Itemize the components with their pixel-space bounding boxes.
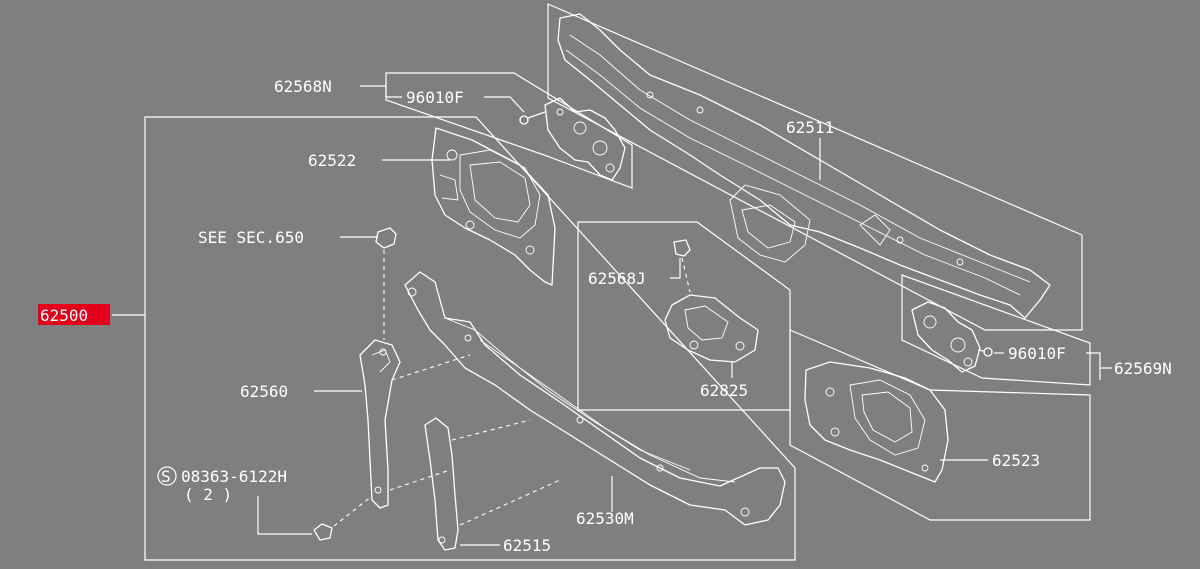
assembly-group-frame [144,116,796,561]
brace-label: 62560 [240,382,288,401]
screw-label: 08363-6122H [181,467,287,486]
clip-center-label: 62568J [588,269,646,288]
clip-right-leader [1086,352,1112,369]
clip-left-label: 62568N [274,77,332,96]
clip-right-group-frame [901,274,1091,386]
bolt-left-leader [385,86,402,98]
clip-left-part [544,97,626,181]
side-panel-right-label: 62523 [992,451,1040,470]
clip-left-group-frame [385,72,633,189]
lower-member-label: 62530M [576,509,634,528]
see-section-label: SEE SEC.650 [198,228,304,247]
upper-member-label: 62511 [786,118,834,137]
assembly-label[interactable]: 62500 [40,306,88,325]
assembly-label-highlight [38,304,110,325]
bracket-group-frame [577,221,791,411]
bolt-right-label: 96010F [1008,344,1066,363]
clip-center-leader [670,258,681,279]
screw-part [313,495,373,541]
bolt-right-part [977,347,993,357]
stay-part [389,354,561,551]
lower-member-part [404,271,786,526]
bracket-part [664,294,759,363]
clip-center-part [673,239,691,293]
upper-member-part [557,13,1051,319]
side-panel-left-part [431,127,556,286]
brace-part [359,339,401,509]
bolt-left-label: 96010F [406,88,464,107]
stay-label: 62515 [503,536,551,555]
clip-see-section-part [375,227,397,249]
side-panel-right-part [804,361,949,483]
side-panel-left-label: 62522 [308,151,356,170]
screw-marker-label: S [161,467,171,486]
screw-marker: S [157,466,177,486]
screw-leader [257,496,312,535]
bracket-label: 62825 [700,381,748,400]
bolt-left-part [519,111,546,125]
screw-qty-label: ( 2 ) [184,485,232,504]
clip-right-part [911,301,981,373]
clip-right-label: 62569N [1114,359,1172,378]
bolt-left-leader-2 [484,96,525,113]
upper-member-group-frame [547,3,1083,331]
